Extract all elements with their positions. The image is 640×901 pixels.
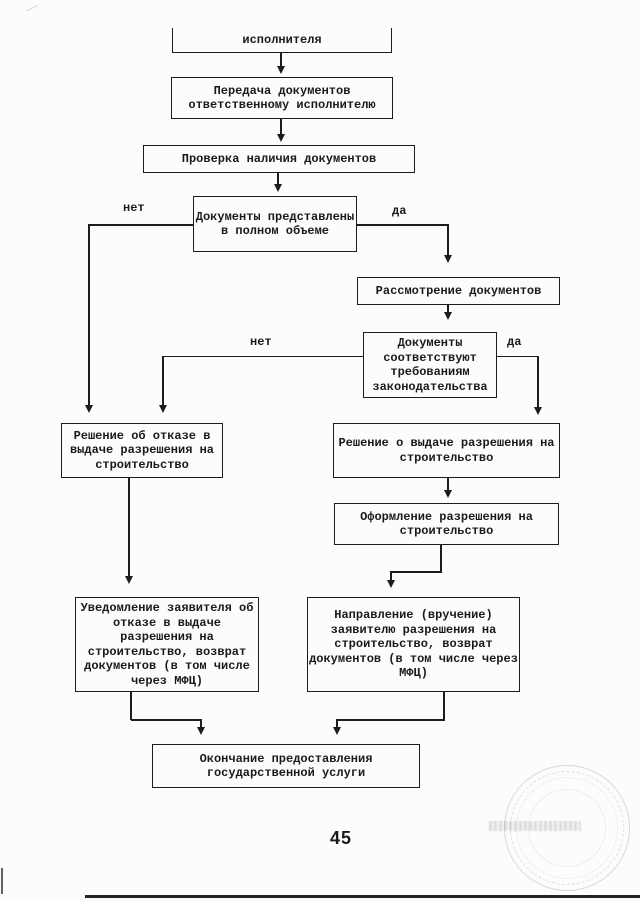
stamp-inner-ring [510, 771, 624, 885]
connector-line [131, 719, 202, 721]
connector-line-yes-branch [447, 224, 449, 256]
stamp-illegible-text-band [489, 821, 581, 831]
arrow-down-icon [443, 490, 452, 498]
flow-node-formalize-permit: Оформление разрешения на строительство [334, 503, 559, 545]
connector-line-yes-branch [496, 355, 539, 357]
connector-line [128, 478, 130, 577]
branch-label-comply-no: нет [250, 335, 272, 349]
connector-line-no-branch [163, 355, 364, 357]
flow-node-issue-decision: Решение о выдаче разрешения на строитель… [333, 423, 560, 478]
page-number: 45 [330, 828, 353, 848]
arrow-down-icon [273, 184, 282, 192]
connector-line-yes-branch [537, 356, 539, 408]
branch-label-complete-no: нет [123, 201, 145, 215]
arrow-down-icon [443, 255, 452, 263]
connector-line-no-branch [162, 356, 164, 406]
arrow-down-icon [158, 405, 167, 413]
connector-line [200, 719, 202, 728]
connector-line-no-branch [89, 224, 194, 226]
connector-line [391, 571, 442, 573]
connector-line-no-branch [88, 224, 90, 406]
stamp-inner-ring [516, 777, 618, 879]
connector-line [447, 478, 449, 491]
connector-line [337, 719, 445, 721]
connector-line [277, 173, 279, 185]
flow-node-end-service: Окончание предоставления государственной… [152, 744, 420, 788]
arrow-down-icon [443, 312, 452, 320]
scan-artifact-left-edge [1, 868, 3, 894]
arrow-down-icon [124, 576, 133, 584]
scan-edge-line [85, 895, 640, 898]
connector-line [440, 544, 442, 572]
scan-artifact-top-left [22, 0, 39, 12]
flow-node-documents-complete: Документы представлены в полном объеме [193, 196, 357, 252]
connector-line [130, 692, 132, 720]
stamp-center-ring [528, 789, 606, 867]
flow-node-refusal-decision: Решение об отказе в выдаче разрешения на… [61, 423, 223, 478]
arrow-down-icon [276, 66, 285, 74]
connector-line-yes-branch [356, 224, 449, 226]
arrow-down-icon [386, 580, 395, 588]
flow-node-documents-comply: Документы соответствуют требованиям зако… [363, 332, 497, 398]
connector-line [280, 53, 282, 67]
connector-line [447, 305, 449, 313]
connector-line [443, 692, 445, 720]
flow-node-deliver-permit: Направление (вручение) заявителю разреше… [307, 597, 520, 692]
flow-node-transfer-documents: Передача документов ответственному испол… [171, 77, 393, 119]
branch-label-complete-yes: да [392, 204, 407, 218]
circular-stamp [489, 765, 630, 891]
arrow-down-icon [84, 405, 93, 413]
arrow-down-icon [533, 407, 542, 415]
arrow-down-icon [276, 134, 285, 142]
flow-node-review-documents: Рассмотрение документов [357, 277, 560, 305]
flow-node-check-documents: Проверка наличия документов [143, 145, 415, 173]
connector-line [280, 119, 282, 135]
flow-node-executor-partial: исполнителя [172, 28, 392, 53]
arrow-down-icon [332, 727, 341, 735]
connector-line [336, 719, 338, 728]
flow-node-notify-refusal: Уведомление заявителя об отказе в выдаче… [75, 597, 259, 692]
connector-line [390, 571, 392, 581]
arrow-down-icon [196, 727, 205, 735]
branch-label-comply-yes: да [507, 335, 522, 349]
